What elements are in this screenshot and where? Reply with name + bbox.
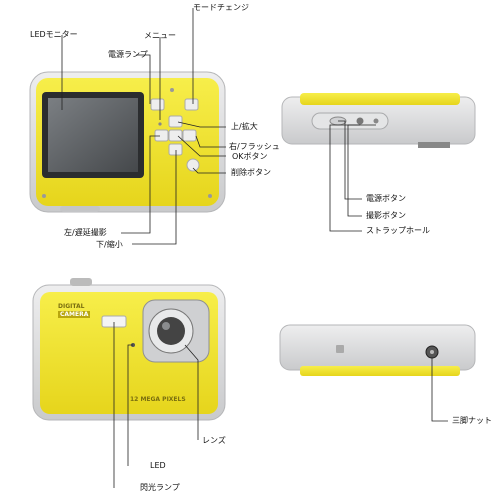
top-shutter-nub [70,278,92,286]
led-monitor-screen [48,98,138,172]
lens-edge [418,142,450,148]
bottom-bumper [279,324,476,371]
camera-top-view [281,93,476,148]
label-down-shrink: 下/縮小 [96,240,123,249]
right-button [182,129,197,142]
label-menu: メニュー [144,31,176,40]
strap-hole-shape [373,118,379,124]
shutter-button-shape [356,117,364,125]
tripod-nut-center [430,350,434,354]
up-button [168,115,183,128]
label-delete-button: 削除ボタン [231,168,271,177]
print-camera: CAMERA [58,311,91,318]
camera-front-view [32,278,226,421]
label-power-button: 電源ボタン [366,194,406,203]
screw-icon [170,88,174,92]
label-up-zoom: 上/拡大 [231,122,258,131]
label-ok-button: OKボタン [232,152,268,161]
menu-button [150,98,165,111]
label-mode-change: モードチェンジ [193,3,249,12]
print-digital: DIGITAL [58,303,85,310]
label-right-flash: 右/フラッシュ [229,142,280,151]
screw-icon [208,194,212,198]
camera-back-view [29,71,226,213]
camera-bottom-view [279,324,476,376]
label-led: LED [150,461,166,470]
leader-lines [61,8,448,488]
bottom-tab [60,206,100,212]
label-tripod-nut: 三脚ナット [452,416,492,425]
screw-icon [42,194,46,198]
print-megapixel: 12 MEGA PIXELS [130,396,186,403]
mode-button [184,98,199,111]
down-button [168,143,183,156]
label-flash-lamp: 閃光ランプ [140,483,180,492]
left-button [154,129,169,142]
delete-button [186,158,200,172]
bottom-body-strip [300,366,460,376]
label-strap-hole: ストラップホール [366,226,430,235]
label-lens: レンズ [202,436,226,445]
lens-glass [157,317,185,345]
ok-button [168,129,183,142]
label-led-monitor: LEDモニター [30,30,78,39]
label-shutter-button: 撮影ボタン [366,211,406,220]
power-lamp-icon [158,122,162,126]
latch [336,345,344,353]
label-power-lamp: 電源ランプ [108,50,148,59]
top-body-strip [300,93,460,105]
lens-highlight [162,322,170,330]
label-left-timer: 左/遅延撮影 [64,228,107,237]
